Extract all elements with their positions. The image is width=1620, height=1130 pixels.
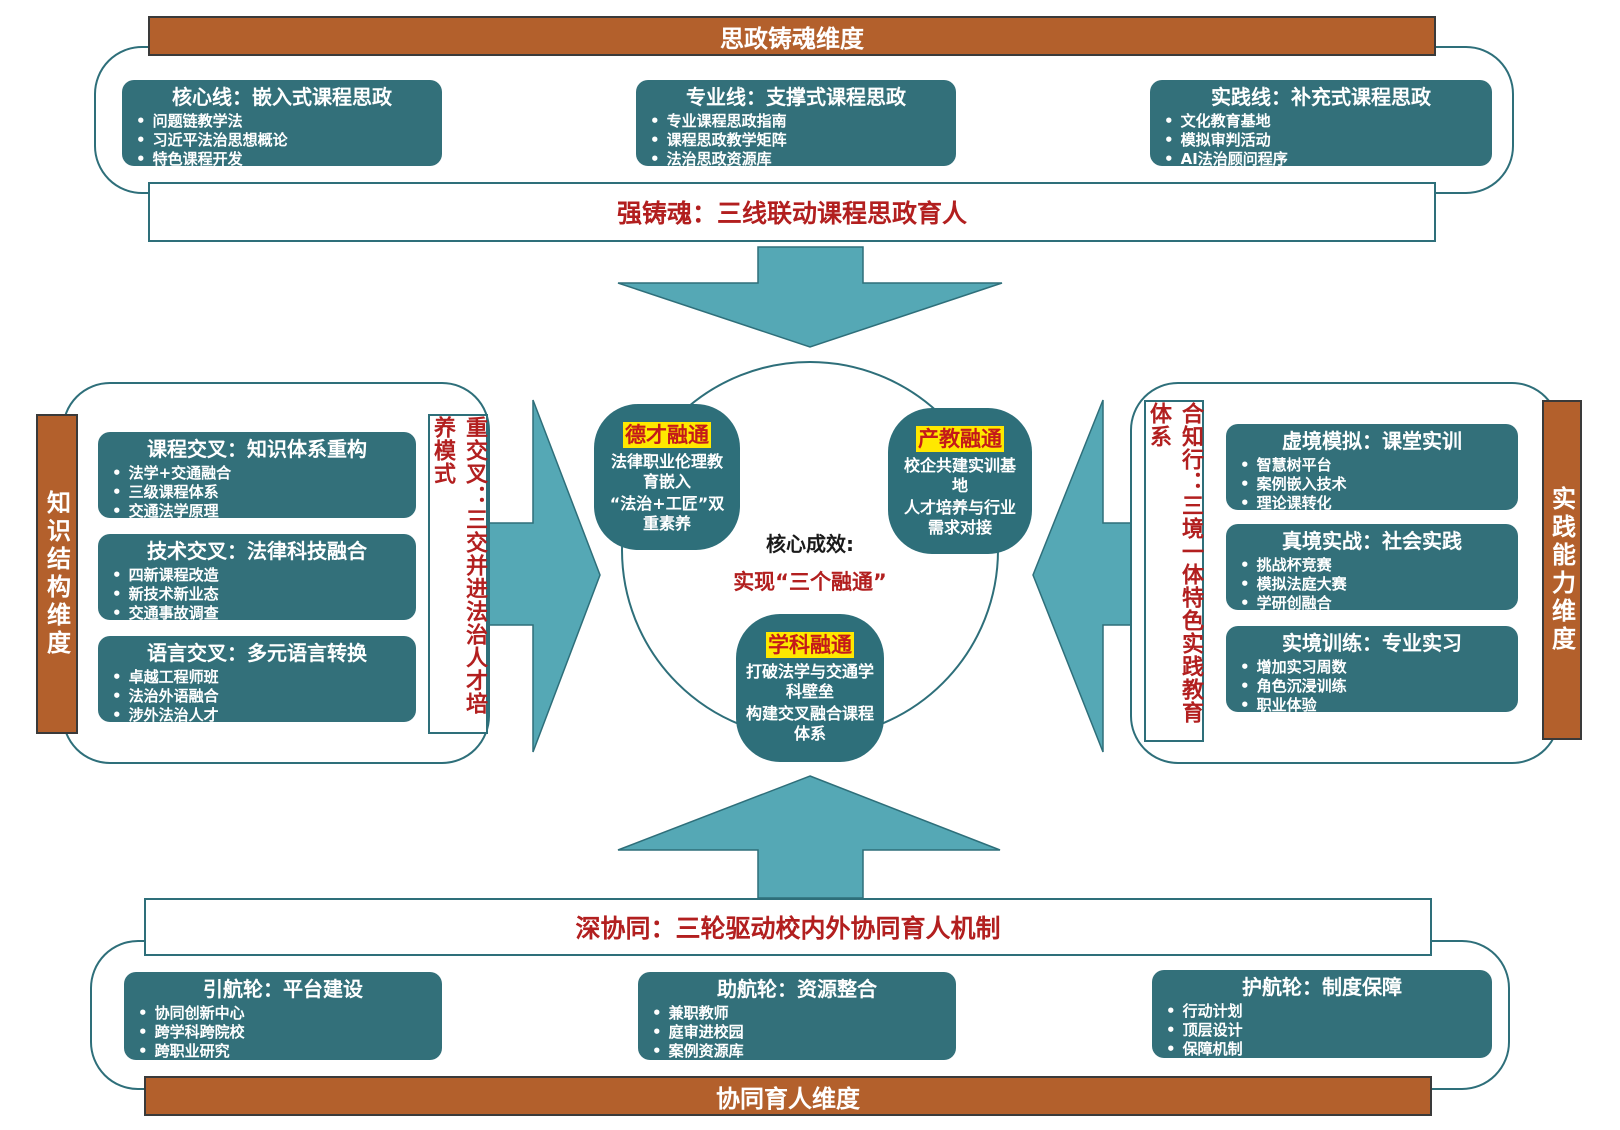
list-item: 行动计划	[1166, 1002, 1478, 1021]
list-item: 学研创融合	[1240, 594, 1504, 613]
list-item: 挑战杯竞赛	[1240, 556, 1504, 575]
left-card-3: 语言交叉：多元语言转换 卓越工程师班 法治外语融合 涉外法治人才	[98, 636, 416, 725]
card-title: 语言交叉：多元语言转换	[147, 641, 367, 665]
left-card-2: 技术交叉：法律科技融合 四新课程改造 新技术新业态 交通事故调查	[98, 534, 416, 623]
list-item: 案例资源库	[652, 1042, 942, 1061]
list-item: 打破法学与交通学科壁垒	[746, 662, 875, 701]
list-item: 文化教育基地	[1164, 112, 1478, 131]
list-item: 兼职教师	[652, 1004, 942, 1023]
right-dimension-bar: 实践能力维度	[1542, 400, 1582, 740]
list-item: 校企共建实训基地	[903, 456, 1016, 495]
bottom-banner: 深协同：三轮驱动校内外协同育人机制	[144, 898, 1432, 956]
list-item: AI法治顾问程序	[1164, 150, 1478, 169]
top-banner: 强铸魂：三线联动课程思政育人	[148, 182, 1436, 242]
top-dimension-bar: 思政铸魂维度	[148, 16, 1436, 56]
left-dimension-bar: 知识结构维度	[36, 414, 78, 734]
list-item: 三级课程体系	[112, 483, 402, 502]
card-title: 护航轮：制度保障	[1242, 975, 1402, 999]
left-banner: 重交叉：三交并进法治人才培养模式	[428, 414, 488, 734]
card-title: 虚境模拟：课堂实训	[1282, 429, 1462, 453]
left-card-1: 课程交叉：知识体系重构 法学+交通融合 三级课程体系 交通法学原理	[98, 432, 416, 521]
list-item: 角色沉浸训练	[1240, 677, 1504, 696]
bottom-card-2: 助航轮：资源整合 兼职教师 庭审进校园 案例资源库	[638, 972, 956, 1060]
card-title: 真境实战：社会实践	[1282, 529, 1462, 553]
list-item: 涉外法治人才	[112, 706, 402, 725]
top-card-1: 核心线：嵌入式课程思政 问题链教学法 习近平法治思想概论 特色课程开发	[122, 80, 442, 169]
list-item: 交通事故调查	[112, 604, 402, 623]
blob-title: 德才融通	[623, 422, 711, 448]
core-label: 核心成效:	[766, 532, 854, 556]
blob-chanjiao: 产教融通 校企共建实训基地 人才培养与行业需求对接	[888, 408, 1032, 554]
right-card-3: 实境训练：专业实习 增加实习周数 角色沉浸训练 职业体验	[1226, 626, 1518, 715]
right-banner: 合知行：三境一体特色实践教育体系	[1144, 400, 1204, 742]
list-item: 交通法学原理	[112, 502, 402, 521]
card-title: 引航轮：平台建设	[203, 977, 363, 1001]
list-item: 特色课程开发	[136, 150, 428, 169]
list-item: 法治外语融合	[112, 687, 402, 706]
top-card-2: 专业线：支撑式课程思政 专业课程思政指南 课程思政教学矩阵 法治思政资源库	[636, 80, 956, 169]
right-card-2: 真境实战：社会实践 挑战杯竞赛 模拟法庭大赛 学研创融合	[1226, 524, 1518, 613]
list-item: 职业体验	[1240, 696, 1504, 715]
bottom-dimension-bar: 协同育人维度	[144, 1076, 1432, 1116]
list-item: 理论课转化	[1240, 494, 1504, 513]
core-sublabel: 实现“三个融通”	[733, 570, 887, 594]
list-item: 法律职业伦理教育嵌入	[610, 452, 723, 491]
right-arrow	[477, 399, 601, 753]
list-item: 新技术新业态	[112, 585, 402, 604]
list-item: 卓越工程师班	[112, 668, 402, 687]
blob-xueke: 学科融通 打破法学与交通学科壁垒 构建交叉融合课程体系	[736, 614, 884, 762]
list-item: 问题链教学法	[136, 112, 428, 131]
list-item: 法治思政资源库	[650, 150, 942, 169]
list-item: 保障机制	[1166, 1040, 1478, 1059]
list-item: “法治+工匠”双重素养	[609, 494, 725, 533]
list-item: 增加实习周数	[1240, 658, 1504, 677]
top-card-3: 实践线：补充式课程思政 文化教育基地 模拟审判活动 AI法治顾问程序	[1150, 80, 1492, 169]
blob-title: 学科融通	[766, 632, 854, 658]
list-item: 案例嵌入技术	[1240, 475, 1504, 494]
list-item: 法学+交通融合	[112, 464, 402, 483]
list-item: 课程思政教学矩阵	[650, 131, 942, 150]
blob-title: 产教融通	[916, 426, 1004, 452]
card-title: 实践线：补充式课程思政	[1211, 85, 1431, 109]
bottom-card-3: 护航轮：制度保障 行动计划 顶层设计 保障机制	[1152, 970, 1492, 1058]
list-item: 模拟审判活动	[1164, 131, 1478, 150]
list-item: 协同创新中心	[138, 1004, 428, 1023]
list-item: 智慧树平台	[1240, 456, 1504, 475]
card-title: 实境训练：专业实习	[1282, 631, 1462, 655]
list-item: 四新课程改造	[112, 566, 402, 585]
list-item: 顶层设计	[1166, 1021, 1478, 1040]
card-title: 课程交叉：知识体系重构	[147, 437, 367, 461]
down-arrow	[617, 246, 1003, 348]
bottom-card-1: 引航轮：平台建设 协同创新中心 跨学科跨院校 跨职业研究	[124, 972, 442, 1060]
list-item: 专业课程思政指南	[650, 112, 942, 131]
blob-decai: 德才融通 法律职业伦理教育嵌入 “法治+工匠”双重素养	[594, 404, 740, 550]
card-title: 专业线：支撑式课程思政	[686, 85, 906, 109]
list-item: 习近平法治思想概论	[136, 131, 428, 150]
list-item: 人才培养与行业需求对接	[903, 498, 1016, 537]
list-item: 跨职业研究	[138, 1042, 428, 1061]
card-title: 技术交叉：法律科技融合	[147, 539, 367, 563]
right-card-1: 虚境模拟：课堂实训 智慧树平台 案例嵌入技术 理论课转化	[1226, 424, 1518, 513]
list-item: 构建交叉融合课程体系	[746, 704, 875, 743]
up-arrow	[617, 775, 1001, 899]
list-item: 跨学科跨院校	[138, 1023, 428, 1042]
list-item: 庭审进校园	[652, 1023, 942, 1042]
card-title: 核心线：嵌入式课程思政	[172, 85, 392, 109]
card-title: 助航轮：资源整合	[717, 977, 877, 1001]
list-item: 模拟法庭大赛	[1240, 575, 1504, 594]
